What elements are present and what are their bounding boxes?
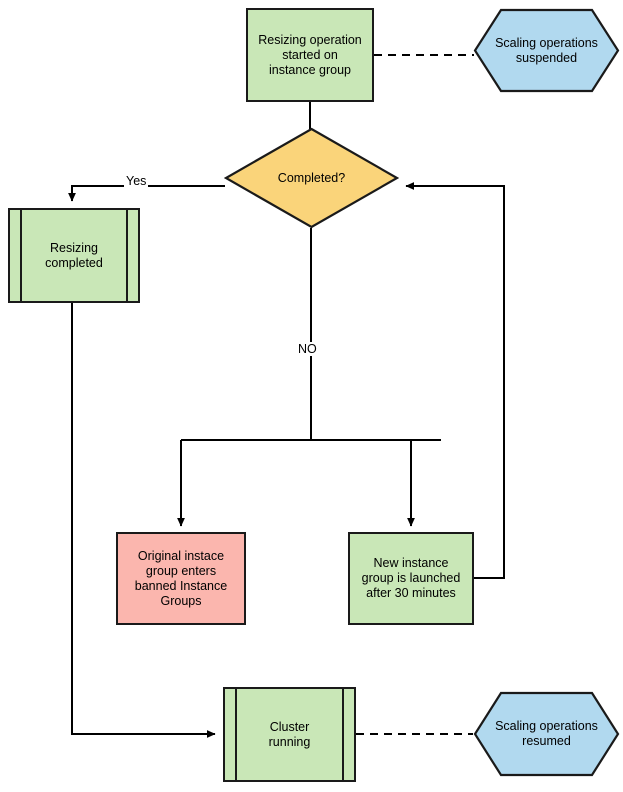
node-completed-decision-label: Completed? — [277, 171, 346, 185]
node-original-banned-label: Original instace group enters banned Ins… — [134, 548, 228, 608]
edge-label-no: NO — [296, 342, 319, 356]
edge-resizing-completed-to-cluster — [71, 303, 216, 738]
node-resizing-completed[interactable]: Resizing completed — [8, 208, 140, 303]
diamond-shape — [224, 127, 399, 229]
node-resizing-started-label: Resizing operation started on instance g… — [258, 32, 362, 77]
edge-decision-yes — [68, 185, 225, 202]
node-resizing-started[interactable]: Resizing operation started on instance g… — [246, 8, 374, 102]
node-completed-decision[interactable]: Completed? — [224, 127, 399, 229]
node-scaling-resumed[interactable]: Scaling operations resumed — [473, 691, 620, 777]
node-cluster-running[interactable]: Cluster running — [223, 687, 356, 782]
node-cluster-running-label: Cluster running — [268, 719, 311, 749]
node-scaling-suspended-label: Scaling operations suspended — [495, 35, 598, 65]
node-scaling-resumed-label: Scaling operations resumed — [495, 719, 598, 748]
node-scaling-suspended[interactable]: Scaling operations suspended — [473, 8, 620, 93]
hexagon-shape — [473, 691, 620, 777]
node-new-group-launched[interactable]: New instance group is launched after 30 … — [348, 532, 474, 625]
hexagon-shape — [473, 8, 620, 93]
node-new-group-launched-label: New instance group is launched after 30 … — [361, 556, 461, 600]
node-resizing-completed-label: Resizing completed — [45, 240, 103, 270]
edge-label-yes: Yes — [124, 174, 149, 188]
edge-new-group-back-to-decision — [405, 182, 505, 579]
node-original-banned[interactable]: Original instace group enters banned Ins… — [116, 532, 246, 625]
